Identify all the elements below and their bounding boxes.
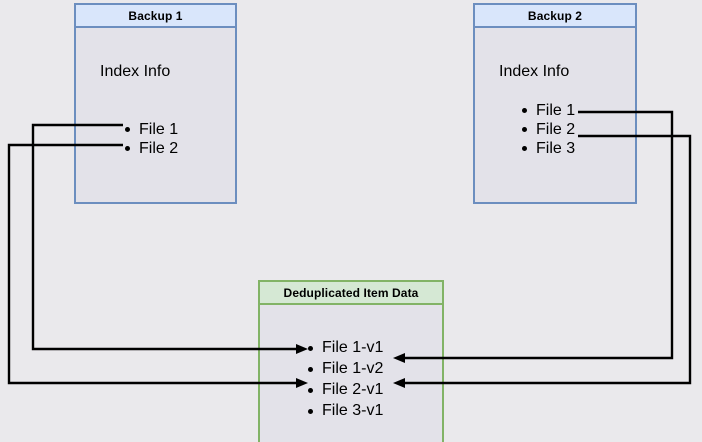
backup1-header-label: Backup 1 (76, 5, 235, 28)
list-item[interactable]: File 1-v2 (307, 360, 383, 378)
dedup-header-label: Deduplicated Item Data (260, 282, 442, 305)
backup1-box[interactable]: Backup 1 Index Info File 1 File 2 (74, 3, 237, 204)
list-item[interactable]: File 3-v1 (307, 402, 383, 420)
dedup-box[interactable]: Deduplicated Item Data File 1-v1 File 1-… (258, 280, 444, 442)
list-item[interactable]: File 2-v1 (307, 381, 383, 399)
list-item[interactable]: File 1 (521, 101, 575, 120)
list-item[interactable]: File 1 (124, 120, 178, 139)
list-item[interactable]: File 1-v1 (307, 339, 383, 357)
list-item[interactable]: File 2 (521, 120, 575, 139)
backup1-file-list: File 1 File 2 (124, 120, 178, 158)
backup1-index-info-label: Index Info (100, 63, 171, 80)
backup2-file-list: File 1 File 2 File 3 (521, 101, 575, 158)
backup2-index-info-label: Index Info (499, 63, 570, 80)
list-item[interactable]: File 3 (521, 139, 575, 158)
backup2-header-label: Backup 2 (475, 5, 635, 28)
backup2-box[interactable]: Backup 2 Index Info File 1 File 2 File 3 (473, 3, 637, 204)
dedup-file-list: File 1-v1 File 1-v2 File 2-v1 File 3-v1 (307, 339, 383, 420)
list-item[interactable]: File 2 (124, 139, 178, 158)
